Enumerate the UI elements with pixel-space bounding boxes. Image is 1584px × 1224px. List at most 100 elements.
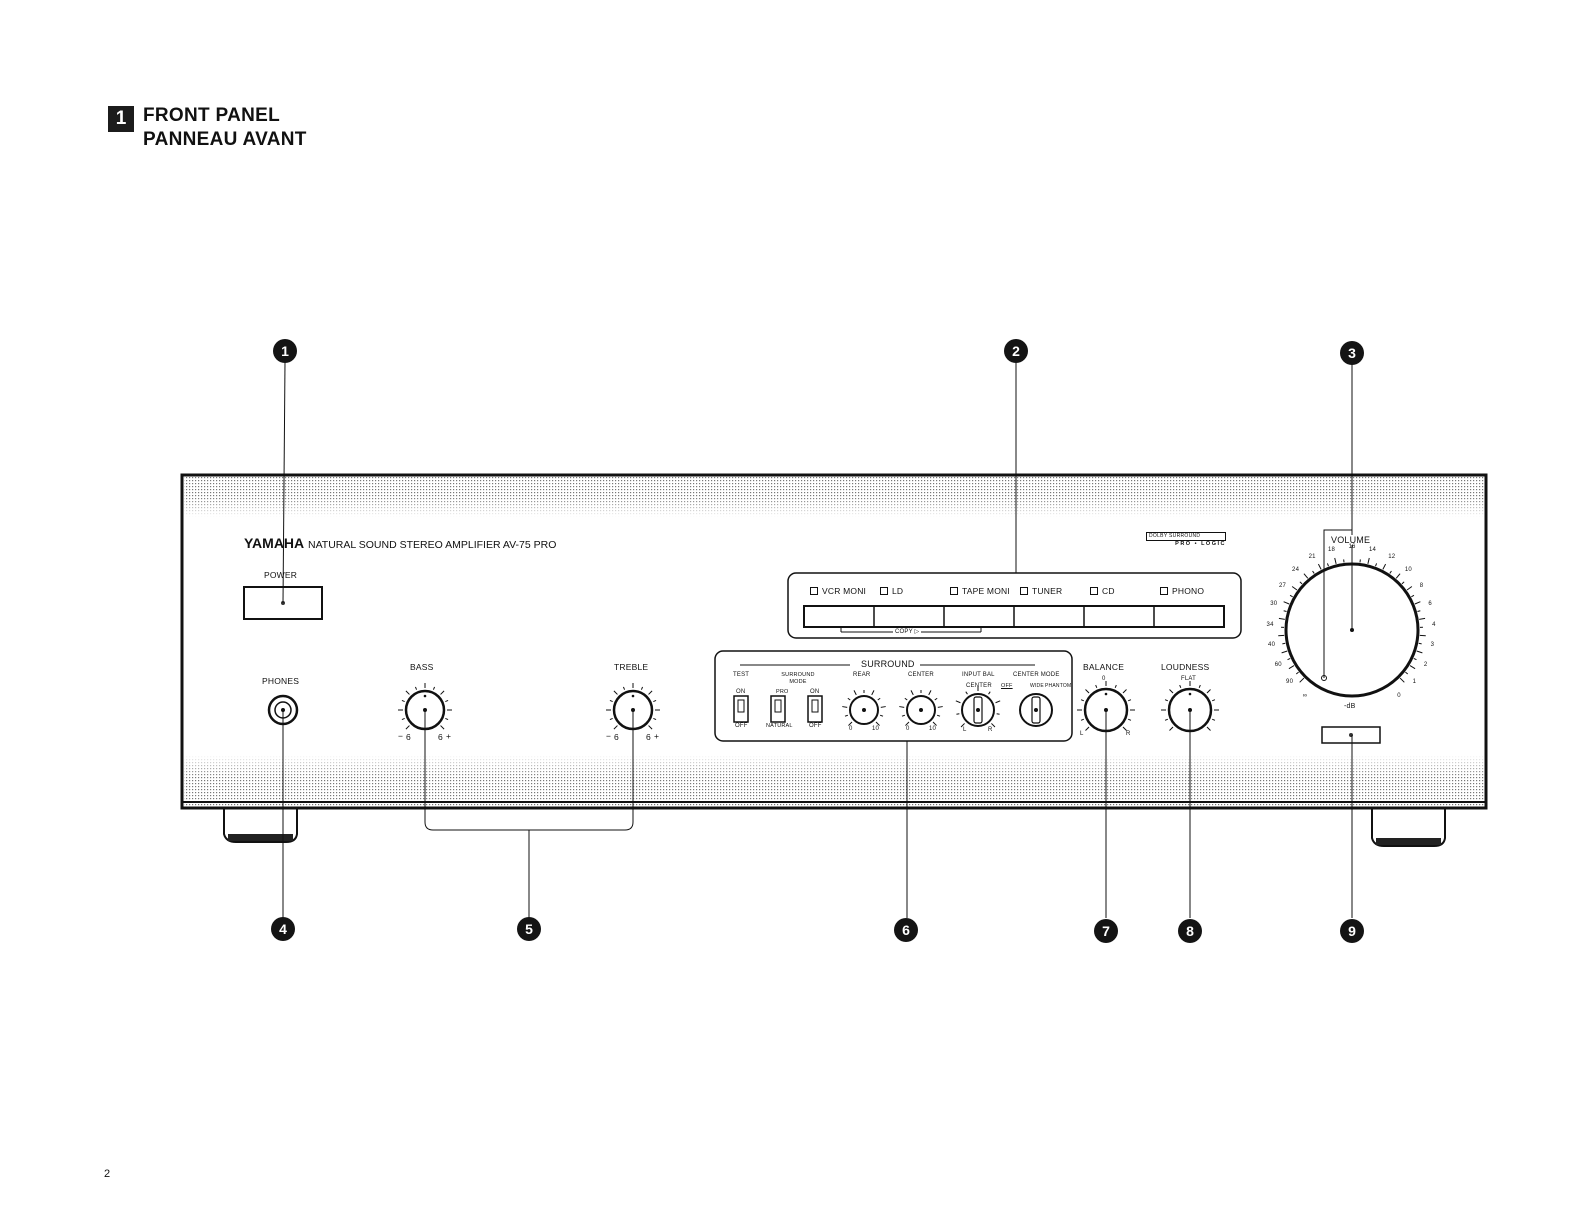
input-button-tuner[interactable] [1016, 608, 1082, 625]
knob-tick [1127, 718, 1132, 721]
input-led-indicator [1160, 587, 1168, 595]
bass-scale-left: 6 [406, 732, 411, 742]
callout-4: 4 [271, 917, 295, 941]
knob-tick [653, 717, 657, 721]
volume-scale-number: 6 [1428, 601, 1432, 608]
input-led-indicator [1020, 587, 1028, 595]
treble-scale-right: 6 [646, 732, 651, 742]
input-balance-knob[interactable] [955, 686, 1001, 728]
callout-leader-lines [282, 361, 1353, 918]
knob-tick [842, 706, 848, 708]
balance-label: BALANCE [1083, 662, 1125, 672]
amplifier-feet [223, 806, 1446, 847]
knob-tick [445, 699, 449, 703]
knob-tick [648, 725, 653, 730]
volume-display-window [1321, 726, 1381, 744]
knob-tick [640, 686, 644, 690]
knob-pointer [862, 708, 866, 712]
power-label: POWER [264, 570, 298, 580]
knob-tick [432, 686, 436, 690]
volume-tick [1417, 610, 1421, 613]
knob-tick [877, 697, 881, 701]
knob-pointer [1034, 708, 1038, 712]
section-number-badge: 1 [108, 106, 134, 132]
volume-scale-number: 3 [1430, 642, 1435, 649]
volume-tick [1317, 563, 1322, 570]
knob-tick [1095, 684, 1098, 689]
knob-tick [880, 706, 886, 708]
knob-tick [401, 717, 405, 721]
center-mode-wide-label: WIDE [1030, 683, 1044, 689]
knob-index-mark [1104, 692, 1108, 696]
section-title-french: PANNEAU AVANT [143, 129, 307, 150]
volume-tick [1295, 671, 1299, 675]
volume-tick [1299, 581, 1303, 585]
input-led-indicator [810, 587, 818, 595]
amplifier-chassis [180, 473, 1488, 810]
volume-tick [1411, 594, 1415, 598]
knob-tick [1085, 726, 1090, 731]
input-label-tape-moni: TAPE MONI [950, 586, 1010, 596]
knob-tick [848, 721, 853, 726]
knob-tick [440, 725, 445, 730]
knob-tick [1080, 718, 1085, 721]
volume-scale-number: 12 [1388, 554, 1396, 561]
balance-left-label: L [1080, 731, 1084, 737]
volume-tick [1288, 665, 1295, 670]
volume-scale-number: 60 [1274, 661, 1282, 668]
input-selector-panel [787, 572, 1242, 639]
input-led-indicator [880, 587, 888, 595]
center-max-label: 10 [929, 726, 937, 732]
volume-tick [1406, 586, 1413, 591]
volume-tick [1375, 563, 1378, 567]
callout-2: 2 [1004, 339, 1028, 363]
knob-index-mark [631, 694, 635, 698]
input-button-phono[interactable] [1156, 608, 1222, 625]
knob-pointer [919, 708, 923, 712]
input-bal-left-label: L [963, 727, 967, 733]
volume-scale-number: 18 [1327, 546, 1336, 553]
volume-tick [1312, 570, 1315, 574]
volume-scale-number: 30 [1270, 601, 1278, 608]
knob-tick [996, 713, 1000, 715]
surround-mode-switch[interactable] [770, 695, 786, 723]
knob-tick [609, 717, 613, 721]
bass-plus-label: + [446, 731, 452, 741]
volume-tick [1389, 570, 1392, 574]
volume-tick [1299, 677, 1305, 683]
surround-onoff-switch[interactable] [807, 695, 823, 723]
input-button-dividers [873, 606, 1155, 627]
volume-tick [1367, 557, 1370, 564]
balance-right-label: R [1126, 731, 1131, 737]
center-level-label: CENTER [908, 672, 934, 678]
test-off-label: OFF [735, 723, 748, 729]
loudness-flat-label: FLAT [1181, 676, 1197, 682]
center-level-knob[interactable] [899, 690, 943, 726]
rear-level-knob[interactable] [842, 690, 886, 726]
knob-tick [613, 690, 618, 695]
knob-tick [880, 714, 884, 717]
input-button-vcr-moni[interactable] [806, 608, 872, 625]
input-button-tape-moni[interactable] [946, 608, 1012, 625]
dolby-surround-label: DOLBY SURROUND [1146, 532, 1226, 541]
volume-scale-number: 4 [1432, 621, 1436, 628]
knob-tick [1206, 726, 1211, 731]
bass-scale-right: 6 [438, 732, 443, 742]
knob-tick [934, 697, 938, 701]
input-bal-label: INPUT BAL [962, 672, 995, 678]
input-button-ld[interactable] [876, 608, 942, 625]
input-label-text: VCR MONI [822, 586, 867, 596]
knob-tick [905, 721, 910, 726]
volume-tick [1395, 573, 1401, 579]
volume-scale-number: 8 [1419, 582, 1424, 589]
knob-index-mark [423, 694, 427, 698]
volume-tick [1326, 563, 1329, 567]
surround-mode-label: SURROUND MODE [781, 672, 815, 685]
test-switch[interactable] [733, 695, 749, 723]
volume-tick [1413, 658, 1417, 661]
knob-tick [405, 690, 410, 695]
input-button-cd[interactable] [1086, 608, 1152, 625]
volume-unit-label: -dB [1344, 703, 1356, 710]
center-mode-knob[interactable] [1019, 693, 1053, 727]
